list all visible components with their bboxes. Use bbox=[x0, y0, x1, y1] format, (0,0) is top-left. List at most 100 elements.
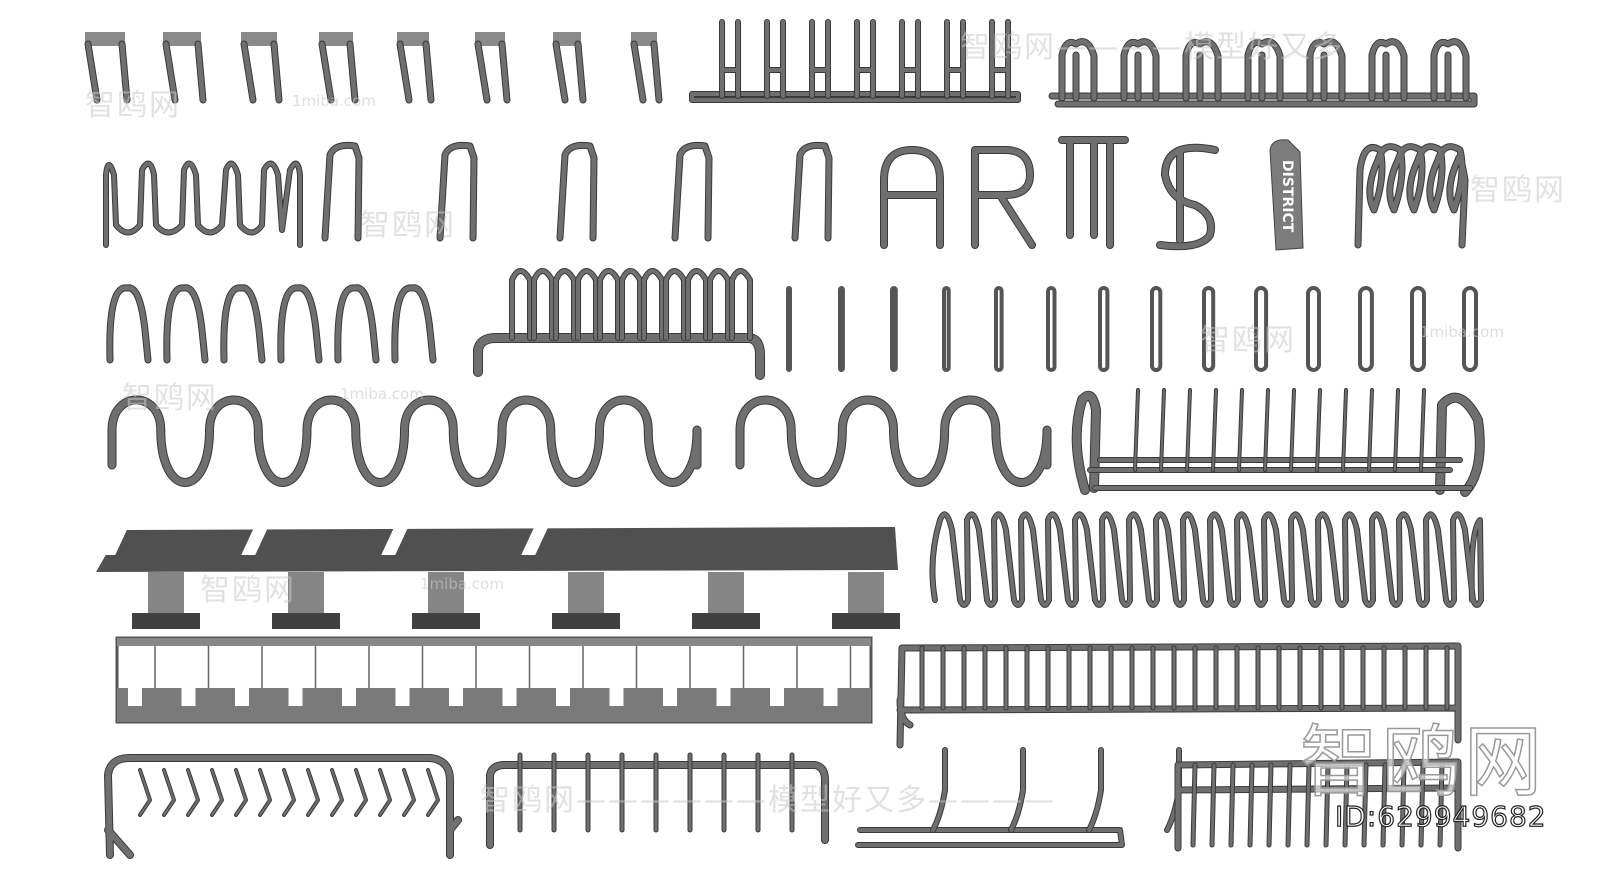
arch-rack bbox=[334, 284, 380, 364]
panel-rack-slot bbox=[128, 688, 142, 706]
inverted-u-rack bbox=[791, 141, 833, 242]
u-block-top bbox=[85, 32, 125, 46]
hoop-rack-wheel-guide-body bbox=[163, 769, 175, 816]
angled-rack-bar bbox=[1341, 388, 1348, 472]
small-fence-rack-bar bbox=[1437, 762, 1445, 848]
serpentine-rack-small-body bbox=[736, 396, 1051, 486]
loop-rack-loop-body bbox=[1431, 39, 1469, 101]
u-block-leg-body bbox=[319, 41, 358, 103]
wall-hook bbox=[1086, 747, 1104, 833]
panel-rack bbox=[115, 636, 873, 724]
u-block-top bbox=[241, 32, 277, 46]
small-fence-rack-bar-body bbox=[1381, 763, 1387, 847]
loop-rack bbox=[1048, 38, 1478, 108]
coil-rack bbox=[1354, 143, 1469, 249]
angled-rack-bar bbox=[1289, 388, 1296, 472]
arch-rack-body bbox=[278, 285, 322, 363]
toast-rack-slot-outline bbox=[719, 19, 741, 99]
small-fence-rack-bar-body bbox=[1267, 763, 1273, 847]
thin-loop-rack bbox=[1410, 286, 1426, 372]
toast-rack-slot-body bbox=[855, 20, 875, 98]
thin-loop-rack bbox=[1306, 286, 1321, 372]
hoop-rack-wheel-guide bbox=[258, 768, 272, 817]
letter-rack-A-body bbox=[881, 147, 943, 248]
hoop-rack-wheel-guide-body bbox=[211, 769, 223, 816]
wall-hook-body bbox=[1087, 748, 1103, 832]
small-fence-rack-bar-body bbox=[1248, 763, 1254, 847]
angled-rack-bar bbox=[1237, 388, 1244, 472]
panel-rack-slot bbox=[395, 688, 410, 706]
wall-hook bbox=[930, 747, 948, 833]
thin-loop-rack bbox=[1046, 286, 1057, 372]
toast-rack-slot-body bbox=[900, 20, 920, 98]
loop-rack-loop bbox=[1120, 38, 1160, 102]
hoop-rack-wheel-guide bbox=[378, 768, 392, 817]
small-fence-rack-bar bbox=[1304, 762, 1312, 848]
comb-rack-loop-outline bbox=[553, 268, 577, 341]
angled-rack-bar-body bbox=[1212, 389, 1217, 471]
angled-rack-bar bbox=[1367, 388, 1374, 472]
small-fence-rack bbox=[1174, 758, 1462, 852]
wall-hook bbox=[1008, 747, 1026, 833]
wavy-rack-tube bbox=[103, 160, 303, 248]
angled-rack-bar-body bbox=[1264, 389, 1269, 471]
angled-rack-bar bbox=[1263, 388, 1270, 472]
toast-rack-slot-body bbox=[720, 20, 740, 98]
loop-rack-loop-body bbox=[1183, 39, 1221, 101]
small-fence-rack-bar-body bbox=[1400, 763, 1406, 847]
u-block-leg bbox=[318, 40, 359, 104]
spring-coil-rack-body bbox=[930, 512, 1483, 607]
small-fence-rack-bar bbox=[1380, 762, 1388, 848]
u-block-top bbox=[553, 32, 581, 46]
bench-rack-pillar bbox=[568, 572, 604, 617]
letter-rack-R-body bbox=[972, 147, 1035, 248]
comb-rack-loop-outline bbox=[509, 268, 533, 341]
wall-hook-body bbox=[1009, 748, 1025, 832]
comb-rack-loop-body bbox=[532, 269, 554, 340]
loop-rack-loop bbox=[1306, 38, 1346, 102]
inverted-u-rack bbox=[671, 141, 713, 242]
angled-rack-bar bbox=[1393, 388, 1400, 472]
hoop-rack-frame bbox=[104, 754, 462, 859]
u-block-top bbox=[163, 32, 201, 46]
loop-rack-loop bbox=[1368, 38, 1408, 102]
angled-rack-bar-body bbox=[1160, 389, 1165, 471]
small-fence-rack-bar bbox=[1418, 762, 1426, 848]
comb-rack-loop-body bbox=[708, 269, 730, 340]
angled-rack-rails bbox=[1087, 457, 1473, 491]
hoop-rack-wheel-guide bbox=[402, 768, 416, 817]
bench-rack-notch bbox=[381, 525, 410, 555]
arts-letter-racks bbox=[880, 136, 1219, 251]
thin-loop-rack bbox=[786, 286, 792, 372]
panel-rack-top-rail bbox=[117, 638, 871, 646]
letter-rack-T-body bbox=[1059, 137, 1128, 248]
hoop-rack-wheel-guide-body bbox=[379, 769, 391, 816]
watermark-site: 智鸥网 bbox=[1470, 173, 1566, 208]
loop-rack-loop-body bbox=[1245, 39, 1283, 101]
u-block-leg bbox=[630, 40, 663, 104]
watermark-slogan: 智鸥网——————模型好又多———— bbox=[480, 783, 1056, 818]
toast-rack-slot bbox=[989, 19, 1011, 99]
arch-racks bbox=[106, 284, 437, 364]
u-block-top bbox=[475, 32, 505, 46]
bench-rack bbox=[96, 525, 900, 629]
comb-rack-loop-outline bbox=[707, 268, 731, 341]
comb-rack-loop-body bbox=[554, 269, 576, 340]
thin-loop-rack bbox=[1358, 286, 1374, 372]
arch-rack-body bbox=[164, 285, 208, 363]
toast-rack-slot-outline bbox=[809, 19, 831, 99]
hoop-rack-wheel-guide-body bbox=[403, 769, 415, 816]
toast-rack-slot-outline bbox=[764, 19, 786, 99]
toast-rack-slot-body bbox=[810, 20, 830, 98]
coil-rack-body bbox=[1355, 144, 1468, 248]
hoop-rack-wheel-guide-body bbox=[427, 769, 439, 816]
arch-rack-body bbox=[335, 285, 379, 363]
inverted-u-rack bbox=[321, 141, 363, 242]
hoop-rack-wheel-guide-body bbox=[259, 769, 271, 816]
serpentine-rack-body bbox=[108, 396, 701, 486]
comb-rack-loop-body bbox=[686, 269, 708, 340]
hoop-rack-wheel-guide-body bbox=[355, 769, 367, 816]
panel-rack-slot bbox=[288, 688, 303, 706]
angled-rack-bar bbox=[1185, 388, 1192, 472]
toast-rack-slot-body bbox=[765, 20, 785, 98]
